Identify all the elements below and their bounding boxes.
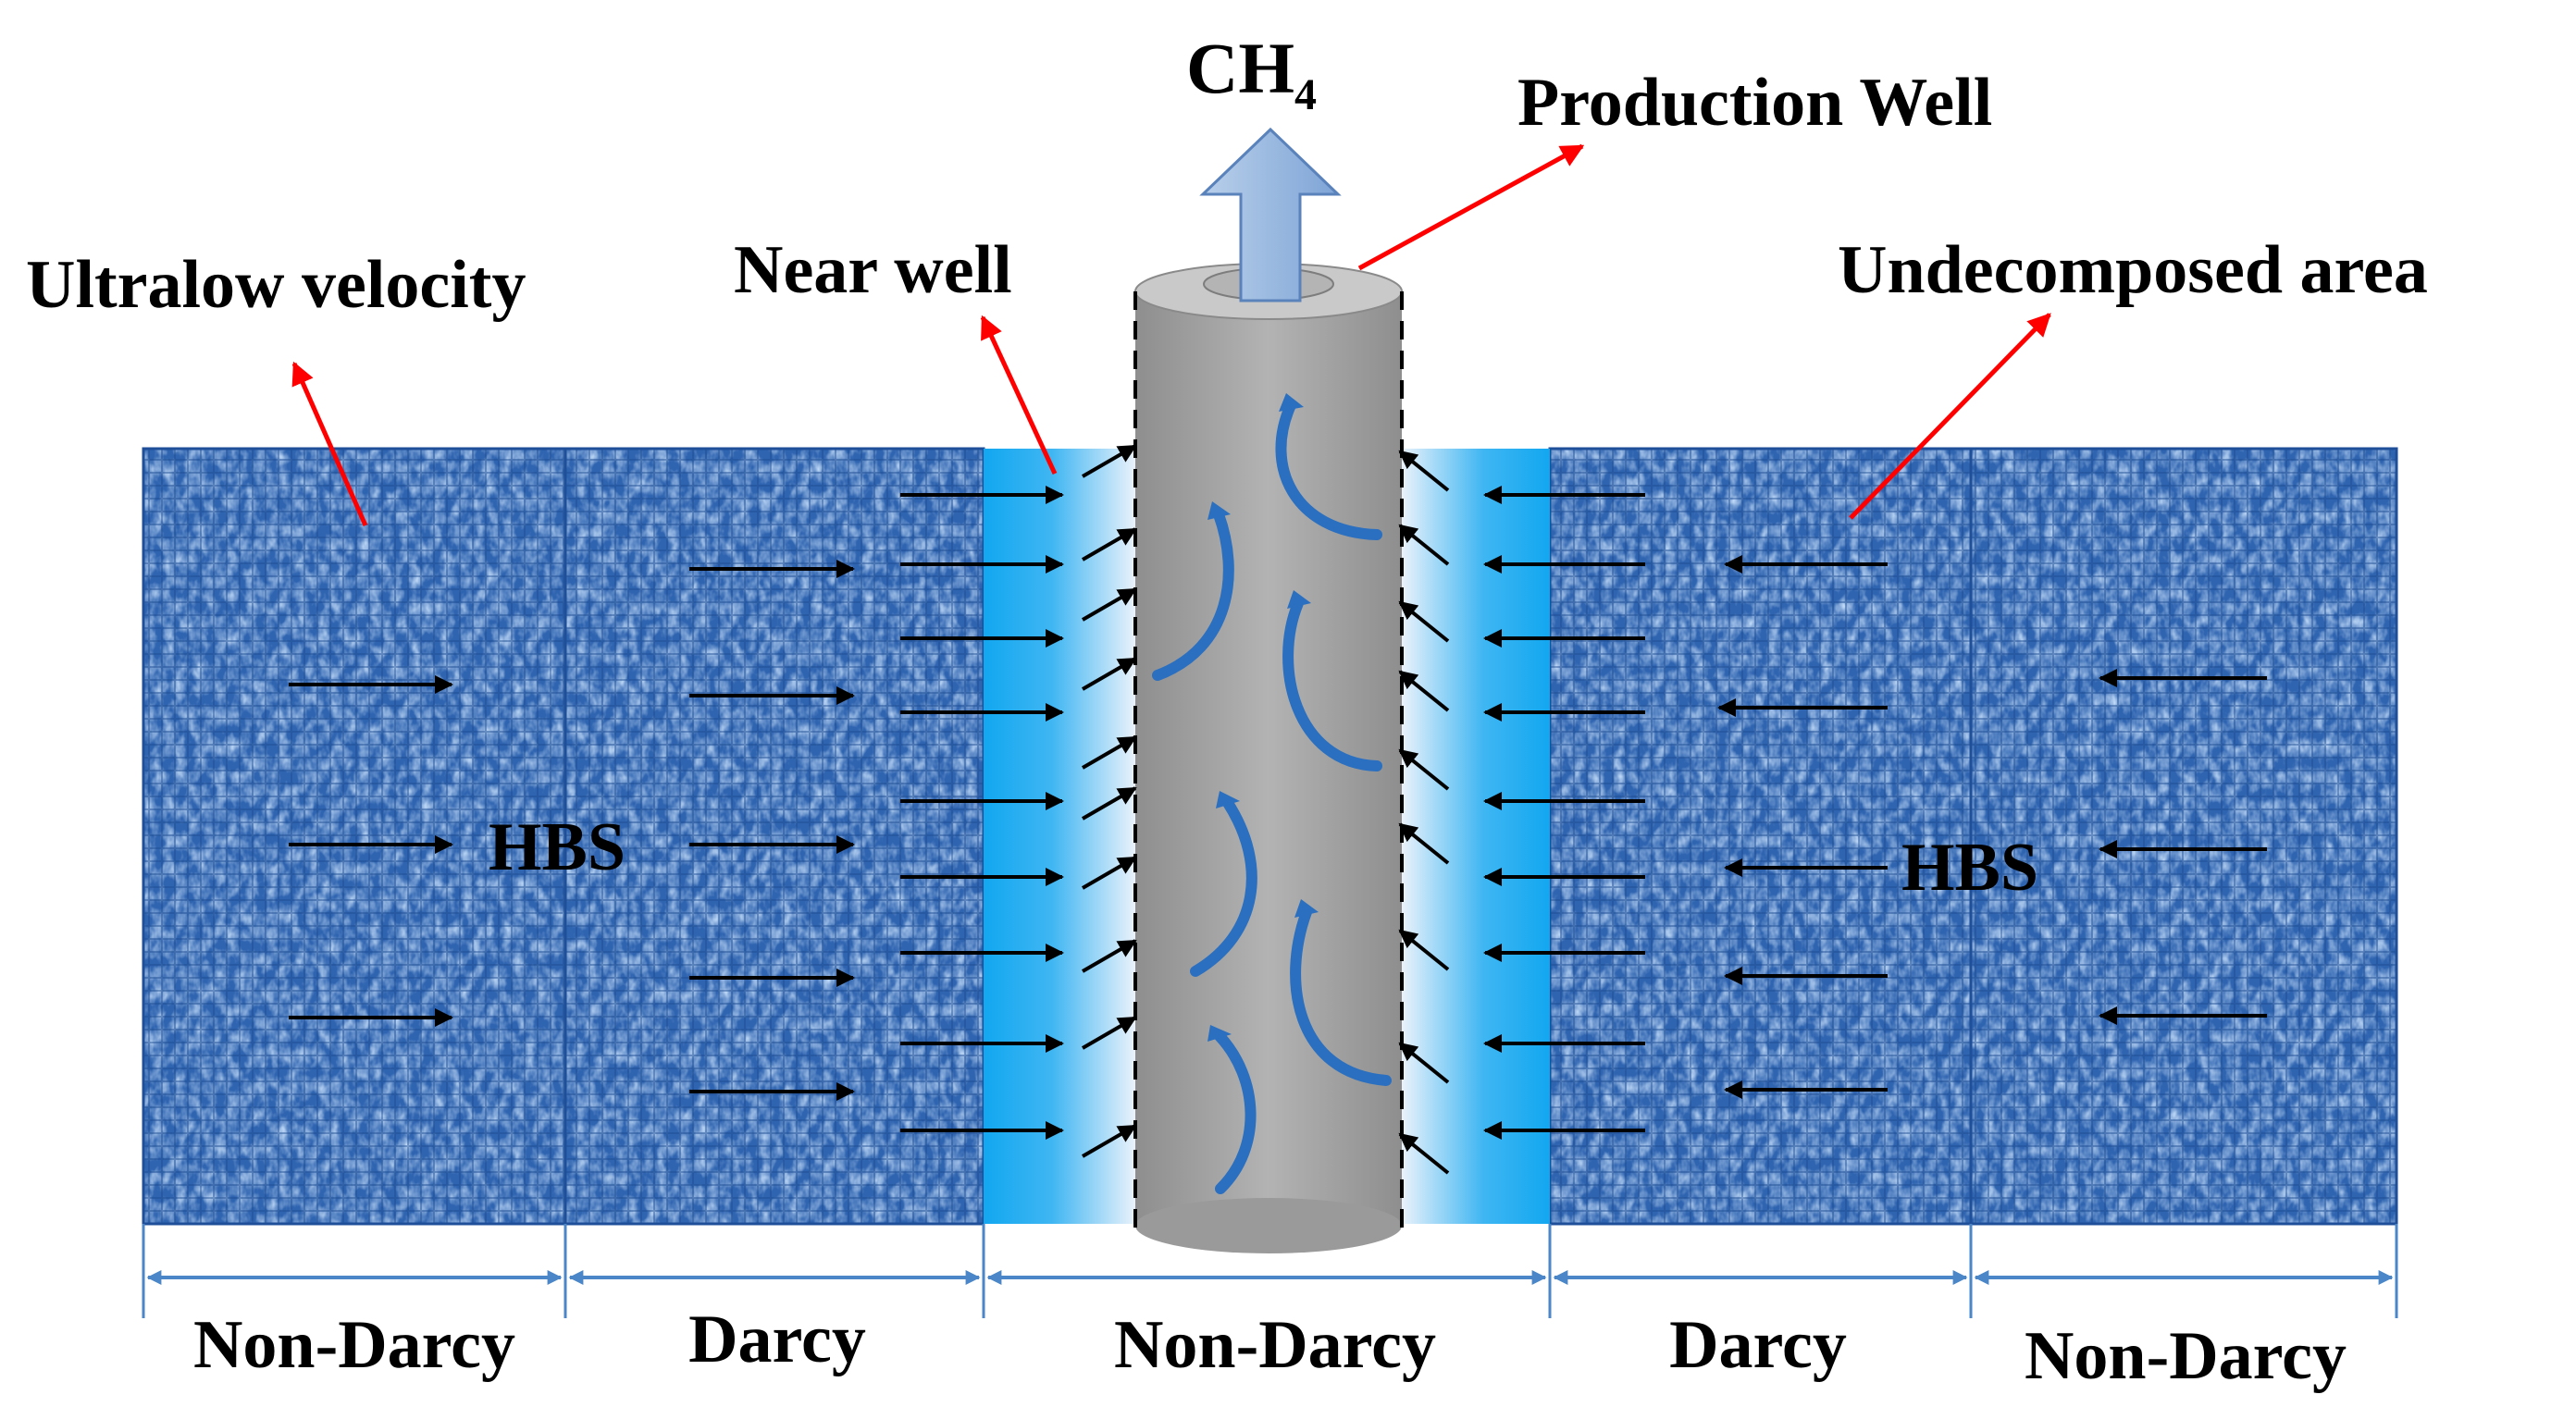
zone-label-non-darcy-right: Non-Darcy [2025, 1318, 2347, 1394]
zone-label-darcy-left: Darcy [688, 1302, 866, 1377]
near-well-label: Near well [734, 232, 1012, 308]
flow-arrows-right [1483, 486, 2267, 1140]
ch4-label: CH4 [1186, 28, 1317, 119]
dimension-ticks [142, 1224, 2398, 1318]
curved-arrow-icon [1190, 797, 1257, 977]
curved-arrow-icon [1282, 598, 1382, 771]
up-arrow-icon [1199, 127, 1342, 302]
near-well-band-right [1402, 449, 1550, 1224]
annotation-arrows [291, 143, 2051, 527]
swirl-arrows [1152, 393, 1392, 1194]
production-well [1133, 263, 1404, 1253]
undecomposed-area-label: Undecomposed area [1838, 232, 2428, 308]
zone-label-darcy-right: Darcy [1669, 1307, 1847, 1383]
flow-arrows-left [289, 486, 1064, 1140]
hbs-label-right: HBS [1901, 830, 2038, 906]
hbs-label-left: HBS [489, 809, 625, 885]
curved-arrow-icon [1214, 1031, 1257, 1194]
ultralow-velocity-label: Ultralow velocity [26, 247, 526, 323]
zone-label-non-darcy-left: Non-Darcy [193, 1307, 515, 1383]
curved-arrow-icon [1290, 907, 1392, 1086]
inflow-arrows-diagonal [1081, 444, 1450, 1175]
near-well-band-left [984, 449, 1135, 1224]
curved-arrow-icon [1152, 509, 1234, 681]
zone-label-non-darcy-center: Non-Darcy [1114, 1307, 1436, 1383]
curved-arrow-icon [1275, 400, 1382, 540]
rock-blocks [142, 447, 2398, 1226]
production-well-label: Production Well [1517, 65, 1992, 141]
